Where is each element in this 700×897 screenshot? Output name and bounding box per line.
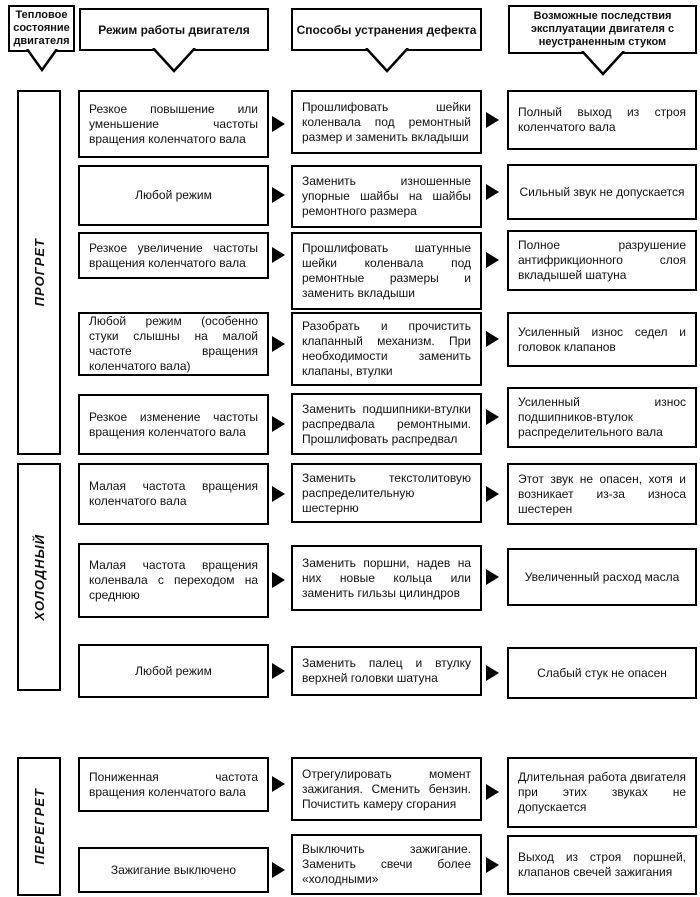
consequence-cell: Слабый стук не опасен [507, 647, 697, 699]
fix-cell: Прошлифовать шатунные шейки коленвала по… [291, 232, 482, 310]
fix-cell: Выключить зажигание. Заменить свечи боле… [291, 834, 482, 895]
fix-cell: Заменить изношенные упорные шайбы на шай… [291, 165, 482, 228]
fix-cell: Отрегулировать момент зажигания. Сменить… [291, 757, 482, 821]
callout-tail-icon [152, 48, 196, 73]
consequence-cell: Выход из строя поршней, клапанов свечей … [507, 835, 697, 895]
section-label-warmed: ПРОГРЕТ [17, 90, 61, 455]
header-label: Возможные последствия эксплуатации двига… [508, 5, 697, 54]
arrow-right-icon [272, 187, 285, 203]
consequence-cell: Длительная работа двигателя при этих зву… [507, 757, 697, 828]
mode-cell: Резкое повышение или уменьшение частоты … [78, 90, 269, 158]
arrow-right-icon [486, 409, 499, 425]
consequence-cell: Усиленный износ седел и головок клапанов [507, 312, 697, 367]
arrow-right-icon [486, 665, 499, 681]
header-thermal-state: Тепловое состояние двигателя [8, 5, 75, 73]
arrow-right-icon [272, 776, 285, 792]
arrow-right-icon [486, 184, 499, 200]
section-label-text: ПРОГРЕТ [31, 238, 47, 307]
fix-cell: Разобрать и прочистить клапанный механиз… [291, 312, 482, 386]
mode-cell: Малая частота вращения коленчатого вала [78, 463, 269, 525]
arrow-right-icon [486, 331, 499, 347]
consequence-cell: Сильный звук не допускается [507, 164, 697, 220]
header-consequences: Возможные последствия эксплуатации двига… [508, 5, 697, 76]
mode-cell: Резкое увеличение частоты вращения колен… [78, 232, 269, 279]
consequence-cell: Увеличенный расход масла [507, 548, 697, 606]
arrow-right-icon [272, 862, 285, 878]
arrow-right-icon [486, 569, 499, 585]
header-engine-mode: Режим работы двигателя [79, 8, 269, 73]
fix-cell: Заменить поршни, надев на них новые коль… [291, 545, 482, 611]
arrow-right-icon [486, 486, 499, 502]
section-label-overheated: ПЕРЕГРЕТ [17, 757, 61, 896]
header-label: Тепловое состояние двигателя [8, 5, 75, 52]
arrow-right-icon [272, 572, 285, 588]
fix-cell: Заменить текстолитовую распределительную… [291, 463, 482, 523]
consequence-cell: Усиленный износ подшипников-втулок распр… [507, 387, 697, 448]
header-label: Способы устранения дефекта [291, 8, 482, 51]
arrow-right-icon [486, 112, 499, 128]
header-label: Режим работы двигателя [79, 8, 269, 51]
arrow-right-icon [272, 116, 285, 132]
arrow-right-icon [272, 336, 285, 352]
mode-cell: Зажигание выключено [78, 847, 269, 893]
consequence-cell: Полный выход из строя коленчатого вала [507, 90, 697, 150]
arrow-right-icon [486, 252, 499, 268]
header-fix-methods: Способы устранения дефекта [291, 8, 482, 73]
fix-cell: Заменить подшипники-втулки распредвала р… [291, 393, 482, 455]
mode-cell: Любой режим (особенно стуки слышны на ма… [78, 312, 269, 376]
mode-cell: Любой режим [78, 165, 269, 226]
consequence-cell: Этот звук не опасен, хотя и возникает из… [507, 463, 697, 525]
mode-cell: Резкое изменение частоты вращения коленч… [78, 394, 269, 455]
section-label-cold: ХОЛОДНЫЙ [17, 463, 61, 691]
arrow-right-icon [272, 416, 285, 432]
section-label-text: ПЕРЕГРЕТ [31, 788, 47, 865]
section-label-text: ХОЛОДНЫЙ [31, 533, 47, 621]
callout-tail-icon [580, 51, 625, 76]
mode-cell: Малая частота вращения коленвала с перех… [78, 543, 269, 618]
arrow-right-icon [272, 486, 285, 502]
mode-cell: Любой режим [78, 644, 269, 698]
arrow-right-icon [486, 784, 499, 800]
callout-tail-icon [25, 49, 58, 73]
arrow-right-icon [486, 857, 499, 873]
consequence-cell: Полное разрушение антифрикционного слоя … [507, 230, 697, 291]
fix-cell: Заменить палец и втулку верхней головки … [291, 646, 482, 696]
mode-cell: Пониженная частота вращения коленчатого … [78, 757, 269, 812]
arrow-right-icon [272, 247, 285, 263]
callout-tail-icon [364, 48, 409, 73]
arrow-right-icon [272, 663, 285, 679]
fix-cell: Прошлифовать шейки коленвала под ремонтн… [291, 90, 482, 154]
